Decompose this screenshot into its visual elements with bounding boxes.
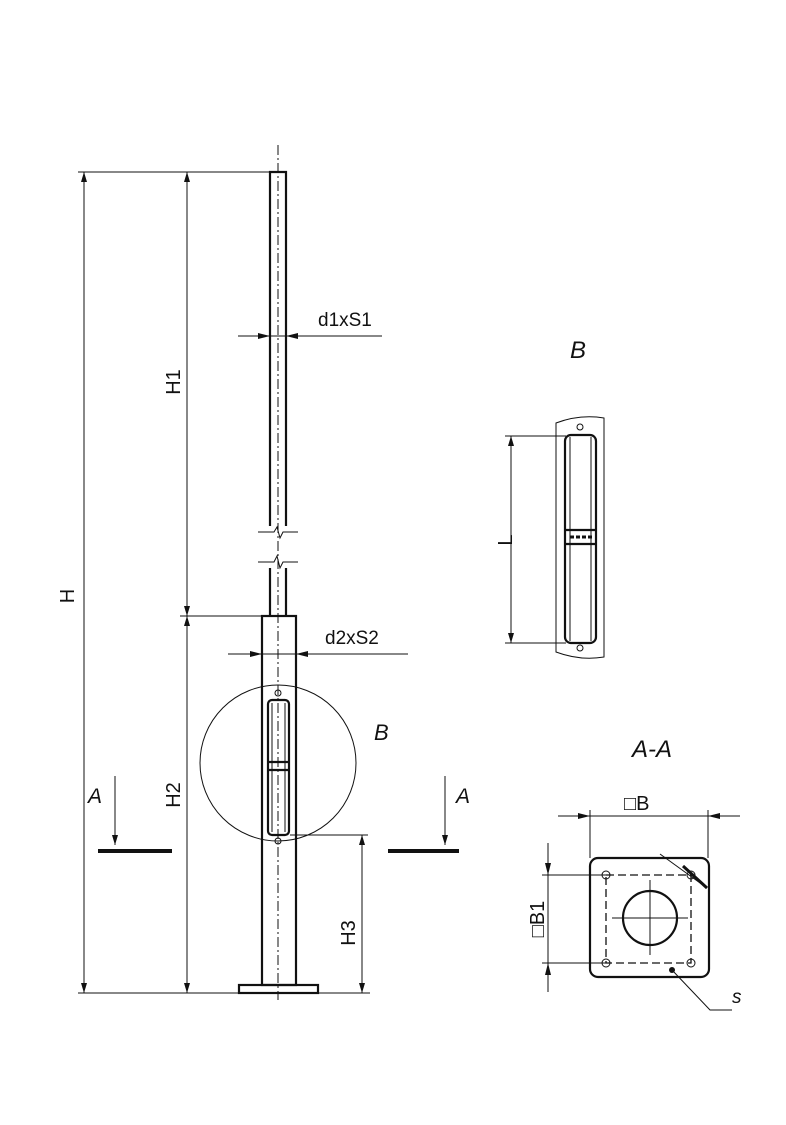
section-label-left: A	[86, 785, 102, 808]
label-H1: H1	[163, 369, 185, 395]
detail-circle	[199, 684, 357, 842]
label-square-B: □B	[624, 793, 649, 815]
label-H: H	[57, 589, 79, 603]
label-H3: H3	[338, 920, 360, 946]
section-A-A-title: A-A	[630, 736, 672, 763]
label-s: s	[732, 987, 742, 1008]
section-A-A: A-A □B □B1 s	[527, 736, 742, 1011]
section-label-right: A	[454, 785, 470, 808]
detail-B-title: B	[570, 337, 586, 364]
label-square-B1: □B1	[527, 901, 549, 938]
handhole	[266, 698, 291, 837]
label-H2: H2	[163, 782, 185, 808]
section-markers: A A	[86, 776, 470, 853]
dimensions: H H1 H2 H3 d1xS1 d2xS2	[57, 171, 408, 994]
flange-plate	[588, 856, 711, 979]
detail-B: B L	[495, 337, 605, 659]
detail-mark-label: B	[374, 720, 389, 745]
label-d1xS1: d1xS1	[318, 310, 372, 331]
label-d2xS2: d2xS2	[325, 628, 379, 649]
pole-elevation: B	[199, 145, 389, 1000]
label-L: L	[495, 534, 517, 545]
